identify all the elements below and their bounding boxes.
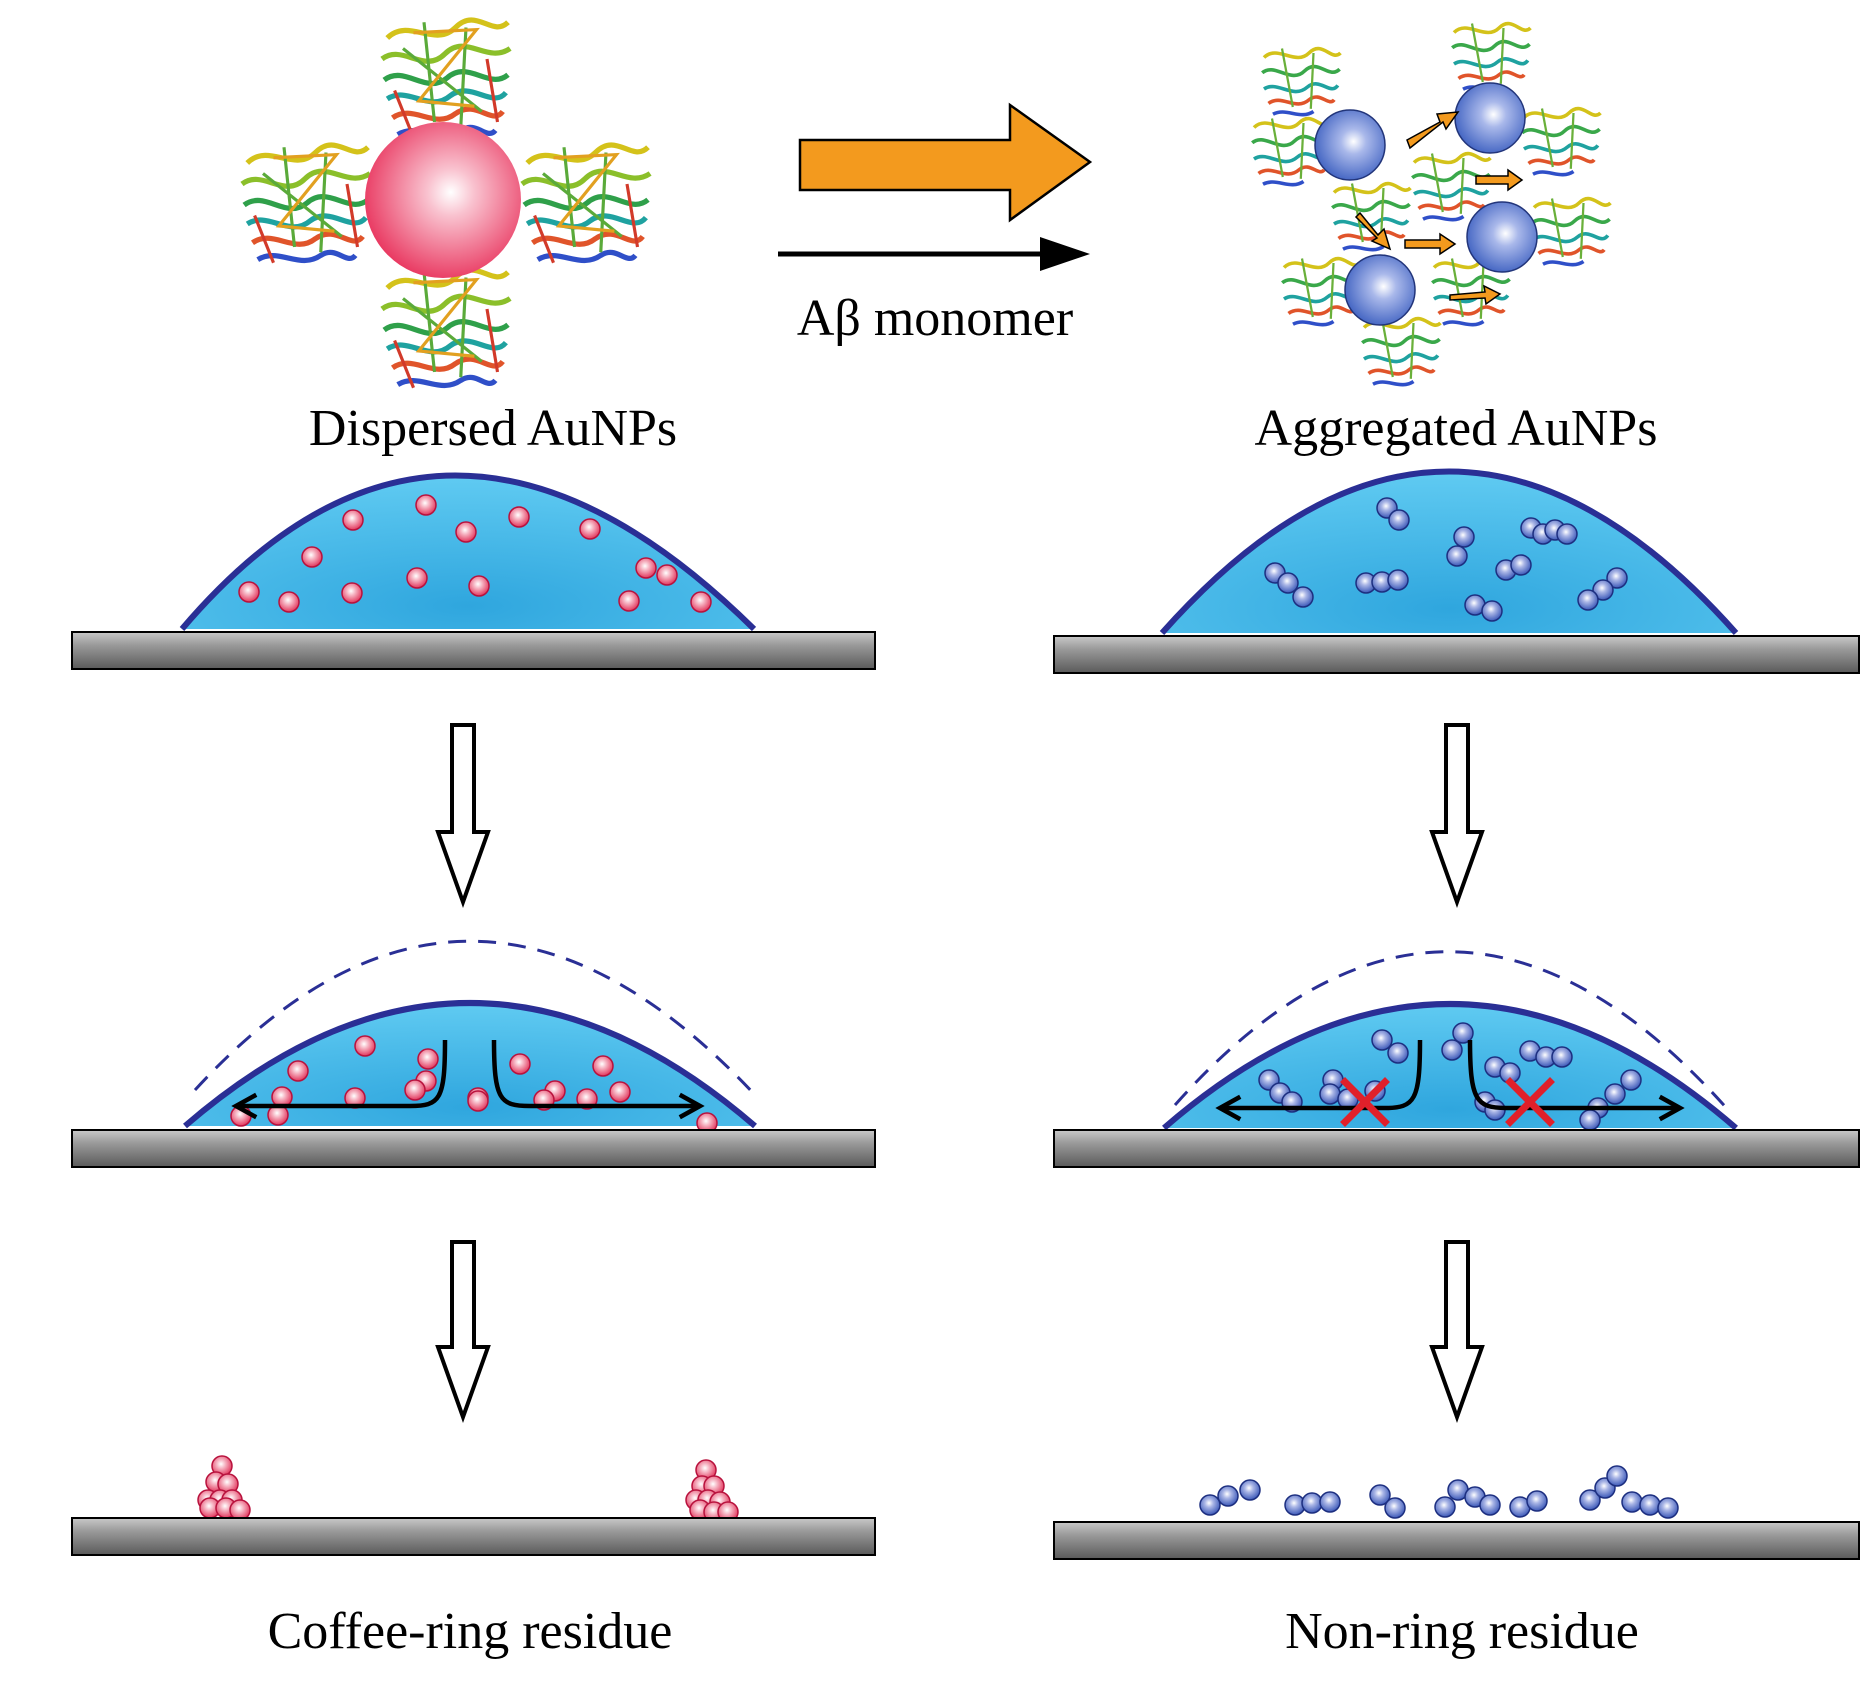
orange-arrow-icon [798,102,1093,223]
red-nanoparticle [238,581,260,603]
blue-nanoparticle [1441,1039,1463,1061]
hollow-down-arrow-icon [435,1240,1485,1423]
red-nanoparticle [656,564,678,586]
dispersed-particles-evaporating [230,1035,718,1134]
blue-nanoparticle [1453,526,1475,548]
blue-nanoparticle [1452,1022,1474,1044]
protein-ribbon-icon [382,270,510,388]
blue-nanoparticle [1277,572,1299,594]
blue-nanoparticle [1239,1479,1261,1501]
red-nanoparticle [455,521,477,543]
blue-nanoparticle [1319,1083,1341,1105]
gold-nanoparticle-red [365,122,521,278]
aggregated-label: Aggregated AuNPs [1255,400,1658,457]
reaction-arrow-group: Aβ monomer [778,102,1093,347]
black-arrow-head-icon [1040,237,1090,271]
protein-ribbon-icon [382,20,510,138]
blue-nanoparticle [1301,1492,1323,1514]
blue-nanoparticle [1292,586,1314,608]
red-nanoparticle [618,590,640,612]
red-nanoparticle [509,1053,531,1075]
red-nanoparticle [404,1079,426,1101]
coffee-ring-label: Coffee-ring residue [268,1603,673,1660]
evaporating-droplet-dispersed [183,939,757,1134]
blue-nanoparticle [1479,1494,1501,1516]
dispersed-particles [238,494,712,613]
blue-nanoparticle [1579,1489,1601,1511]
blue-nanoparticle [1369,1484,1391,1506]
red-nanoparticle [278,591,300,613]
blue-nanoparticle [1604,1083,1626,1105]
coffee-ring-deposits [197,1455,739,1523]
red-nanoparticle [468,575,490,597]
blue-nanoparticle [1579,1109,1601,1131]
red-cross-icon [1505,1077,1555,1127]
substrate [1053,635,1860,674]
blue-nanoparticle [1620,1069,1642,1091]
blue-nanoparticle [1434,1496,1456,1518]
substrate [1053,1521,1860,1560]
red-nanoparticle [690,591,712,613]
blue-nanoparticle [1592,579,1614,601]
blue-nanoparticle [1510,554,1532,576]
blue-nanoparticle [1606,567,1628,589]
blue-nanoparticle [1371,1029,1393,1051]
evaporating-droplet-aggregated [1162,950,1738,1131]
aggregated-particles [1264,497,1628,622]
non-ring-deposits [1199,1465,1679,1519]
blue-nanoparticle [1551,1046,1573,1068]
blue-nanoparticle [1639,1494,1661,1516]
protein-ribbon-icon [242,145,370,263]
blue-nanoparticle [1387,569,1409,591]
reaction-arrow-label: Aβ monomer [797,290,1073,347]
red-nanoparticle [609,1081,631,1103]
dispersed-aunp-illustration [242,20,650,388]
protein-ribbon-icon [522,145,650,263]
hollow-down-arrow-icon [435,723,1485,908]
blue-nanoparticle [1384,1497,1406,1519]
blue-nanoparticle [1446,545,1468,567]
blue-nanoparticle [1199,1494,1221,1516]
red-nanoparticle [592,1055,614,1077]
red-nanoparticle [415,494,437,516]
red-nanoparticle [342,509,364,531]
red-nanoparticle [417,1048,439,1070]
red-nanoparticle [467,1090,489,1112]
blue-nanoparticle [1319,1491,1341,1513]
red-nanoparticle [635,557,657,579]
red-nanoparticle [579,518,601,540]
red-nanoparticle [341,582,363,604]
red-nanoparticle [287,1060,309,1082]
substrate [1053,1129,1860,1168]
blue-nanoparticle [1556,523,1578,545]
red-nanoparticle [354,1035,376,1057]
substrate [71,1517,876,1556]
red-nanoparticle [406,567,428,589]
droplet-aggregated [1159,468,1739,635]
droplet-dispersed [179,472,757,632]
red-cross-icon [1340,1077,1390,1127]
blue-nanoparticle [1621,1491,1643,1513]
blue-nanoparticle [1388,509,1410,531]
blue-nanoparticle [1606,1465,1628,1487]
blue-nanoparticle [1387,1042,1409,1064]
dispersed-label: Dispersed AuNPs [309,400,677,457]
substrate [71,1129,876,1168]
red-nanoparticle [230,1105,252,1127]
blue-nanoparticle [1577,589,1599,611]
blue-nanoparticle [1481,600,1503,622]
blue-nanoparticle [1526,1490,1548,1512]
non-ring-label: Non-ring residue [1285,1603,1639,1660]
blue-nanoparticle [1657,1497,1679,1519]
substrate [71,631,876,670]
aggregated-aunp-illustration [1250,21,1613,387]
red-nanoparticle [508,506,530,528]
blue-nanoparticle [1217,1485,1239,1507]
red-nanoparticle [301,546,323,568]
